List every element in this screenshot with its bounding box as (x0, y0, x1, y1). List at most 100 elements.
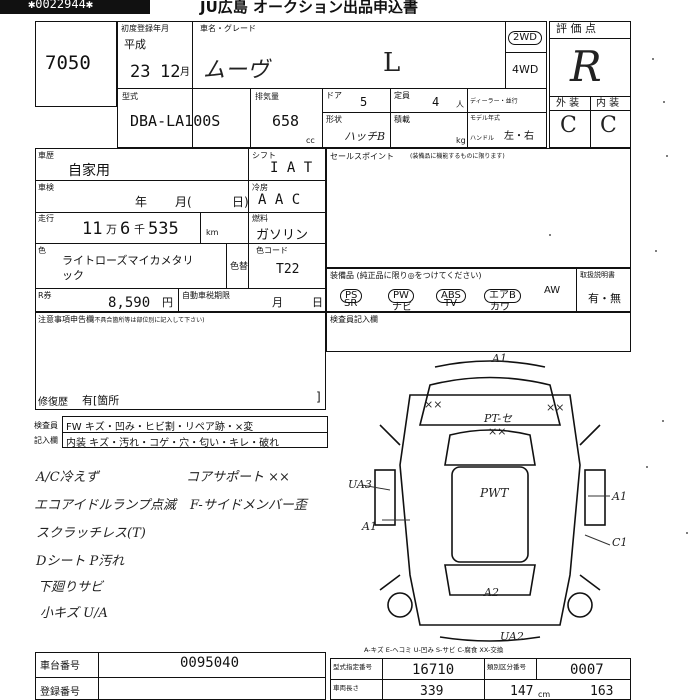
regnum-label: 登録番号 (40, 687, 80, 698)
reg-month: 12 (160, 62, 181, 82)
chassis-number: 0095040 (180, 655, 240, 671)
hw-note-6: 小キズ U/A (40, 606, 108, 621)
repair-status: 有[箇所 (82, 394, 120, 407)
hw-note-2: エコアイドルランプ点滅 (34, 498, 176, 513)
interior-grade: C (600, 113, 617, 138)
tax-month: 月 (272, 296, 283, 309)
diagram-legend: A-キズ E-ヘコミ U-凹み S-サビ C-腐食 XX-交換 (364, 646, 504, 654)
checks-row2-label: 記入欄 (34, 436, 58, 445)
length-value: 339 (420, 684, 444, 699)
mark-a1-left: A1 (362, 520, 377, 533)
equipment-label: 装備品 (純正品に限り◎をつけてください) (330, 271, 482, 280)
color-name-2: ック (62, 269, 84, 282)
grade: L (383, 48, 401, 78)
ac-label: 冷房 (252, 183, 268, 192)
tax-yen: 円 (162, 296, 173, 309)
mark-ua3: UA3 (348, 478, 372, 491)
dealer-label: ディーラー・並行 (470, 98, 518, 105)
mark-xx-center: ×× (488, 425, 507, 438)
exterior-grade: C (560, 113, 577, 138)
hw-note-4: Dシート P汚れ (36, 554, 125, 569)
lot-box (35, 21, 117, 107)
month-unit: 月 (180, 67, 190, 78)
equip-ps: PS (340, 283, 363, 303)
record-status: 有・無 (588, 292, 621, 305)
equip-airbag: エアB (484, 283, 521, 303)
hw-note-1: A/C冷えず (36, 470, 99, 485)
man-unit: 万 (106, 223, 117, 236)
record-label: 取扱説明書 (580, 271, 615, 279)
hw-note-right-1: コアサポート ×× (186, 470, 290, 485)
exterior-label: 外 装 (556, 98, 580, 109)
displacement-label: 排気量 (255, 92, 279, 101)
seats-label: 定員 (394, 91, 410, 100)
equipment-block (326, 268, 631, 312)
sales-point-label: セールスポイント (330, 152, 394, 161)
kg-unit: kg (456, 136, 466, 145)
fuel: ガソリン (256, 228, 309, 243)
car-damage-diagram (361, 360, 611, 642)
load-label: 積載 (394, 115, 410, 124)
repair-bracket: ] (316, 390, 321, 404)
cert-label: 型式指定番号 (333, 663, 372, 671)
hw-note-right-2: F-サイドメンバー歪 (190, 498, 307, 513)
mileage-sen: 6 (120, 219, 131, 239)
mark-xx-right: ×× (546, 401, 565, 414)
displacement: 658 (272, 112, 300, 130)
equip-leather: カワ (490, 302, 510, 313)
model-code: DBA-LA100S (130, 112, 221, 130)
sen-unit: 千 (134, 223, 145, 236)
checks-row2: 内装 キズ・汚れ・コゲ・穴・匂い・キレ・破れ (66, 438, 280, 449)
tax-amount: 8,590 (108, 295, 151, 311)
hw-note-5: 下廻りサビ (38, 580, 104, 595)
checks-row1: FW キズ・凹み・ヒビ割・リペア跡・×変 (66, 422, 254, 433)
model-grade-label: 車名・グレード (200, 24, 256, 33)
evaluation-label: 評 価 点 (556, 22, 596, 35)
tax-term-label: 自動車税期限 (182, 291, 230, 300)
doors: 5 (360, 95, 368, 109)
mileage-rest: 535 (148, 219, 179, 239)
notes-sub: (不具合箇所等は部位別に記入して下さい) (92, 317, 205, 324)
checks-row1-label: 検査員 (34, 421, 58, 430)
inspector-block (326, 312, 631, 352)
color-code: T22 (276, 262, 300, 277)
shape: ハッチB (344, 130, 386, 143)
shift-label: シフト (252, 151, 276, 160)
inspector-label: 検査員記入欄 (330, 315, 378, 324)
serial-number: ✱0022944✱ (28, 0, 94, 11)
mark-pwt: PWT (480, 486, 509, 500)
seats: 4 (432, 95, 440, 109)
mark-a1-top: A1 (492, 352, 507, 365)
width-unit: cm (538, 690, 551, 699)
handle-label: ハンドル (470, 135, 495, 142)
tax-label: R券 (38, 291, 52, 300)
mark-pt-center: PT-セ (484, 412, 513, 425)
class-label: 類別区分番号 (487, 663, 526, 671)
person-unit: 人 (456, 100, 464, 109)
top-grid (117, 21, 547, 148)
usage-type: 自家用 (68, 163, 110, 179)
mileage-label: 走行 (38, 214, 54, 223)
inspection-month: 月( (175, 195, 192, 209)
car-name: ムーヴ (203, 58, 270, 83)
model-code-label: 型式 (122, 92, 138, 101)
equip-sr: SR (344, 298, 358, 309)
mark-xx-left: ×× (424, 398, 443, 411)
cert-number: 16710 (412, 662, 455, 678)
equip-navi: ナビ (392, 302, 412, 313)
fuel-label: 燃料 (252, 214, 268, 223)
ac: A A C (258, 192, 301, 208)
class-number: 0007 (570, 662, 604, 678)
first-reg-label: 初度登録年月 (121, 24, 169, 33)
header-stamp (0, 0, 150, 14)
repair-label: 修復歴 (38, 397, 68, 408)
usage-block (35, 148, 326, 312)
drive-4wd: 4WD (512, 63, 539, 76)
doors-label: ドア (326, 91, 342, 100)
shape-label: 形状 (326, 115, 342, 124)
drive-2wd: 2WD (508, 25, 542, 45)
equip-pw: PW (388, 283, 414, 303)
model-year-label: モデル年式 (470, 115, 501, 122)
km-unit: km (206, 228, 219, 237)
inspection-label: 車検 (38, 183, 54, 192)
